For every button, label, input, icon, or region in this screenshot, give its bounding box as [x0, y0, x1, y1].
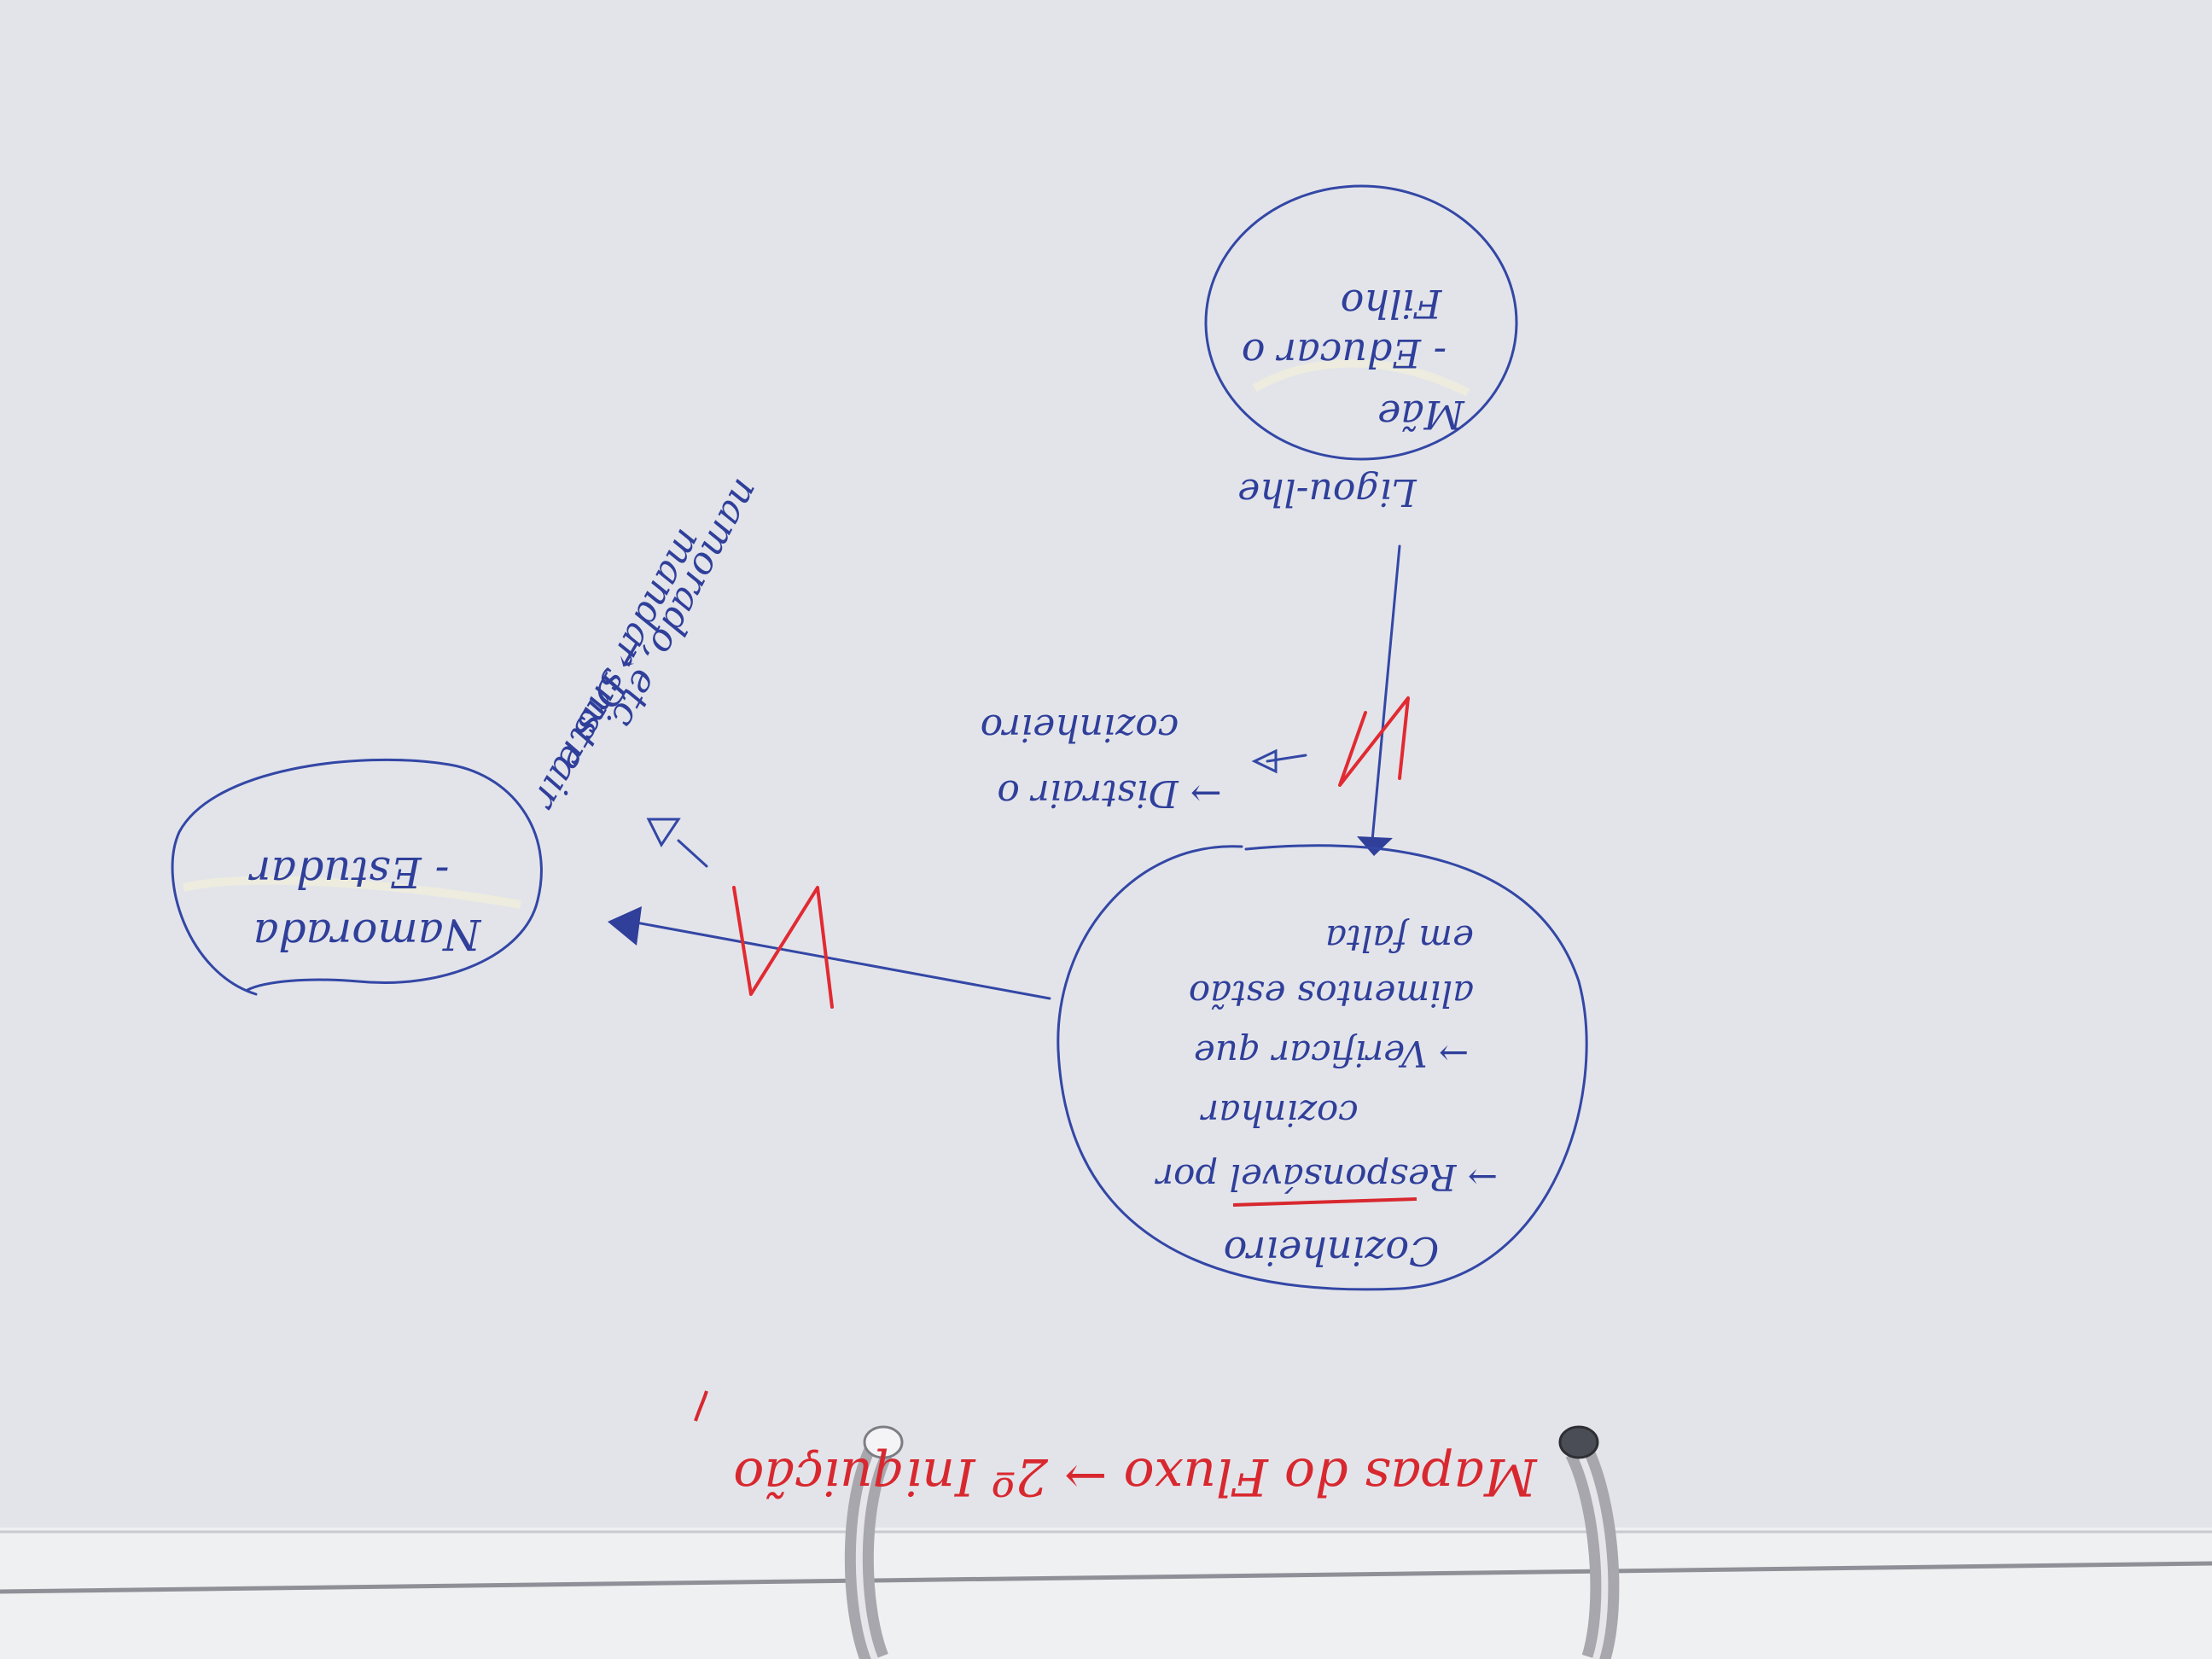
cozinheiro-title-underline: [1232, 1197, 1417, 1207]
binder-ring-left: [844, 1425, 904, 1659]
edge-arrowhead-left: [608, 906, 642, 946]
namorada-circle: [171, 758, 543, 996]
mae-line-2: Filho: [1341, 281, 1443, 327]
mae-title: Mãe: [1377, 392, 1465, 438]
edge-red-z-mark-2: [732, 886, 834, 1009]
namorada-title: Namorada: [253, 910, 482, 959]
cozinheiro-circle: [1057, 844, 1588, 1291]
mae-circle: [1204, 184, 1518, 461]
binder-ring-right: [1558, 1425, 1620, 1659]
edge-annotation-1-line-2: cozinheiro: [981, 706, 1179, 749]
edge-mae-to-cozinheiro: Ligou-lhe → Distrair o cozinheiro: [981, 470, 1417, 856]
page-bottom-line: [0, 1561, 2212, 1594]
mae-highlighter: [1252, 358, 1470, 397]
cozinheiro-line-2: cozinhar: [1199, 1092, 1359, 1134]
cozinheiro-line-5: em falta: [1325, 917, 1474, 959]
cozinheiro-line-4: alimentos estão: [1189, 973, 1474, 1015]
node-cozinheiro: Cozinheiro → Responsável por cozinhar → …: [1057, 844, 1588, 1291]
edge-annotation-arrowhead-2: [646, 818, 681, 847]
namorada-line-1: - Estudar: [247, 847, 449, 897]
node-mae: Mãe - Educar o Filho: [1204, 184, 1518, 461]
edge-annotation-1-line-1: → Distrair o: [997, 771, 1221, 815]
paper-bottom-edge: [0, 1528, 2212, 1659]
node-namorada: Namorada - Estudar: [171, 758, 543, 996]
cozinheiro-title: Cozinheiro: [1224, 1228, 1440, 1274]
mae-line-1: - Educar o: [1242, 330, 1447, 376]
title-accent-mark: [694, 1390, 708, 1422]
edge-annotation-arrow-2: [677, 839, 708, 868]
edge-line-mae-cozinheiro: [1371, 544, 1401, 842]
page-title: Mapas do Fluxo → 2º Iniquição: [733, 1447, 1537, 1506]
edge-annotation-arrow-1: [1266, 754, 1307, 763]
edge-line-cozinheiro-namorada: [630, 920, 1051, 1000]
edge-arrowhead-down: [1357, 836, 1393, 856]
edge-annotation-arrowhead-1: [1251, 748, 1278, 774]
edge-red-z-mark-1: [1338, 696, 1410, 787]
edge-label-ligou-lhe: Ligou-lhe: [1237, 470, 1417, 514]
cozinheiro-line-3: → Verificar que: [1194, 1033, 1469, 1074]
cozinheiro-line-1: → Responsável por: [1154, 1156, 1498, 1198]
namorada-highlighter: [182, 876, 521, 909]
